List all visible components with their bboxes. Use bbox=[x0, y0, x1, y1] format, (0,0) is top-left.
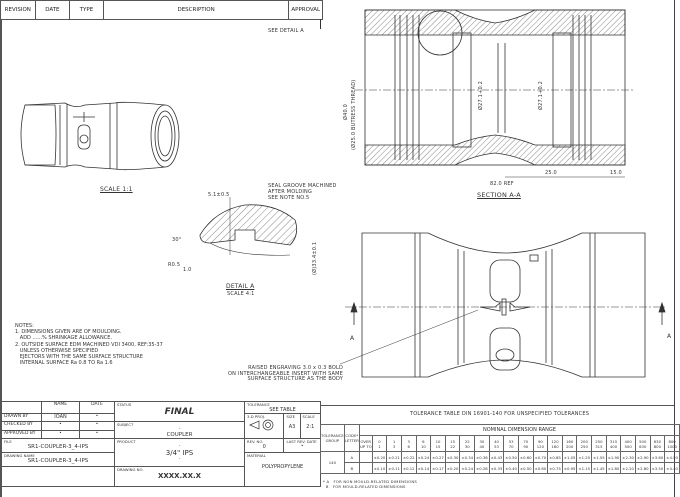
tolerance-frame-top bbox=[320, 405, 674, 406]
rev-no-value: 0 bbox=[262, 444, 266, 450]
drawn-by-name: IOAN bbox=[41, 413, 80, 422]
tolerance-value: SEE TABLE bbox=[269, 407, 296, 413]
notes-block: NOTES:1. DIMENSIONS GIVEN ARE OF MOULDIN… bbox=[15, 323, 163, 367]
rev-header-revision: REVISION bbox=[1, 1, 36, 19]
length-15-dim: 15.0 bbox=[610, 170, 622, 176]
rev-header-date: DATE bbox=[36, 1, 71, 19]
detail-a-view bbox=[199, 197, 298, 256]
revision-block: REVISION DATE TYPE DESCRIPTION APPROVAL bbox=[0, 0, 323, 20]
outer-diameter-dim: Ø40.0 bbox=[343, 103, 349, 120]
tolerance-group: 140 bbox=[320, 451, 345, 474]
section-marker-right: A bbox=[667, 333, 672, 340]
tolerance-table: TOLERANCE GROUP CODE* LETTER NOMINAL DIM… bbox=[320, 424, 680, 474]
frame-right bbox=[674, 0, 680, 497]
product-value: 3/4" IPS bbox=[165, 449, 194, 457]
file-value: SR1-COUPLER-3_4-IPS bbox=[27, 444, 89, 450]
frame-left bbox=[0, 19, 2, 497]
detail-scale: SCALE 4:1 bbox=[227, 291, 255, 297]
col-date: DATE bbox=[79, 401, 115, 414]
scale-value: 2:1 bbox=[306, 424, 315, 430]
inner-dia-dim-2: Ø27.1+0.2 bbox=[538, 80, 544, 110]
material-value: POLYPROPYLENE bbox=[261, 464, 304, 470]
projection-symbol-icon bbox=[249, 419, 274, 431]
drawing-no-value: XXXX.XX.X bbox=[157, 472, 202, 480]
status-value: FINAL bbox=[164, 407, 195, 417]
length-25-dim: 25.0 bbox=[545, 170, 557, 176]
detail-caption: DETAIL A bbox=[226, 283, 255, 290]
see-detail-label: SEE DETAIL A bbox=[268, 28, 304, 34]
iso-scale-caption: SCALE 1:1 bbox=[100, 186, 133, 193]
frame-tick bbox=[320, 19, 321, 29]
rev-header-description: DESCRIPTION bbox=[104, 1, 290, 19]
inner-dia-dim-1: Ø27.1+0.2 bbox=[478, 80, 484, 110]
isometric-view bbox=[20, 101, 180, 171]
col-name: NAME bbox=[41, 401, 80, 414]
section-caption: SECTION A-A bbox=[477, 191, 521, 199]
section-view bbox=[355, 9, 635, 178]
detail-radius-dim: R0.5 bbox=[168, 262, 181, 268]
exterior-view bbox=[340, 232, 666, 378]
detail-diameter-dim: (Ø)33.4±0.1 bbox=[312, 241, 318, 275]
rev-header-approval: APPROVAL bbox=[291, 7, 321, 13]
subject-value: COUPLER bbox=[166, 432, 193, 438]
overall-length-dim: 82.0 REF bbox=[490, 181, 514, 187]
thread-dim: (Ø25.0 BUTRESS THREAD) bbox=[351, 79, 357, 150]
section-marker-left: A bbox=[350, 335, 355, 342]
detail-offset-dim: 1.0 bbox=[183, 267, 192, 273]
detail-width-dim: 5.1±0.5 bbox=[208, 192, 230, 198]
drawing-name-value: SR1-COUPLER-3_4-IPS bbox=[27, 458, 89, 464]
seal-groove-note: SEAL GROOVE MACHINED AFTER MOLDING SEE N… bbox=[268, 183, 337, 201]
detail-angle-dim: 30° bbox=[172, 237, 182, 243]
tolerance-table-title: TOLERANCE TABLE DIN 16901-140 FOR UNSPEC… bbox=[410, 411, 590, 417]
size-value: A3 bbox=[288, 424, 296, 430]
tolerance-footnote: * A FOR NON MOULD-RELATED DIMENSIONS B F… bbox=[323, 479, 417, 489]
engraving-note: RAISED ENGRAVING 3.0 x 0.3 BOLD ON INTER… bbox=[228, 365, 344, 382]
rev-header-type: TYPE bbox=[70, 1, 104, 19]
